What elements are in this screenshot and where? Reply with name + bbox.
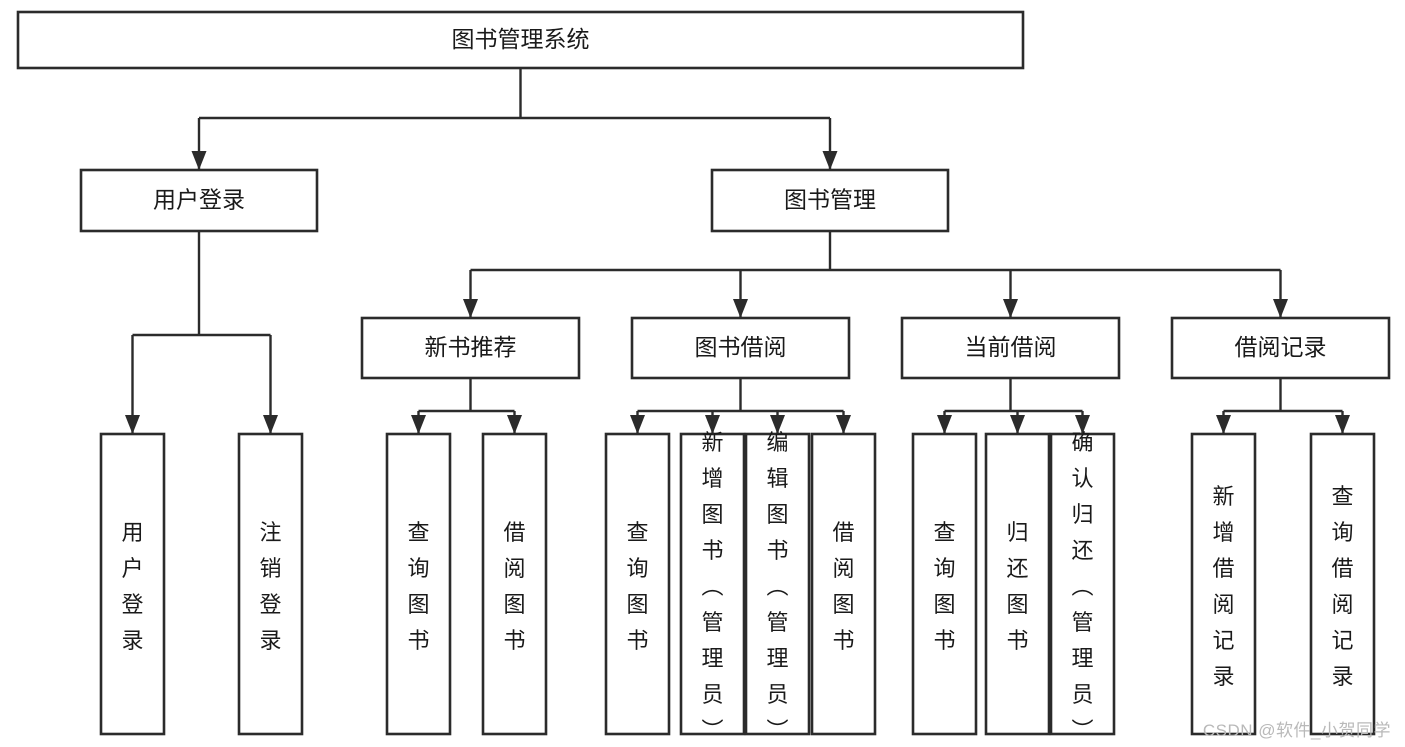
- root-node-rect: [16, 10, 1025, 70]
- root-node[interactable]: 图书管理系统: [16, 10, 1025, 70]
- arrow-head-icon: [705, 415, 720, 434]
- submodule-node-0-rect: [360, 316, 581, 380]
- operation-node-1[interactable]: 注销登录: [237, 432, 304, 736]
- operation-node-2-rect: [385, 432, 452, 736]
- arrow-head-icon: [191, 151, 207, 170]
- arrow-head-icon: [770, 415, 785, 434]
- submodule-node-0[interactable]: 新书推荐: [360, 316, 581, 380]
- arrow-head-icon: [1003, 299, 1018, 318]
- arrow-head-icon: [937, 415, 952, 434]
- operation-node-5[interactable]: 新增图书︵管理员︶: [679, 430, 746, 743]
- operation-node-12-rect: [1309, 432, 1376, 736]
- operation-node-label-3: 借阅图书: [503, 520, 525, 653]
- arrow-head-icon: [630, 415, 645, 434]
- submodule-node-1-rect: [630, 316, 851, 380]
- submodule-node-1[interactable]: 图书借阅: [630, 316, 851, 380]
- module-node-label-0: 用户登录: [153, 187, 245, 213]
- operation-node-label-12: 查询借阅记录: [1331, 484, 1353, 689]
- node-layer: 图书管理系统用户登录图书管理新书推荐图书借阅当前借阅借阅记录用户登录注销登录查询…: [16, 10, 1391, 743]
- arrow-head-icon: [1010, 415, 1025, 434]
- submodule-node-label-1: 图书借阅: [695, 334, 787, 360]
- watermark-text: CSDN @软件_小贺同学: [1202, 721, 1391, 740]
- submodule-node-label-2: 当前借阅: [965, 334, 1057, 360]
- operation-node-4-rect: [604, 432, 671, 736]
- module-node-1[interactable]: 图书管理: [710, 168, 950, 233]
- arrow-head-icon: [507, 415, 522, 434]
- submodule-node-label-0: 新书推荐: [425, 334, 517, 360]
- connector-layer: [125, 68, 1350, 434]
- operation-node-7[interactable]: 借阅图书: [810, 432, 877, 736]
- arrow-head-icon: [463, 299, 478, 318]
- operation-node-label-1: 注销登录: [259, 520, 281, 653]
- operation-node-0[interactable]: 用户登录: [99, 432, 166, 736]
- arrow-head-icon: [1075, 415, 1090, 434]
- operation-node-10[interactable]: 确认归还︵管理员︶: [1049, 430, 1116, 743]
- arrow-head-icon: [836, 415, 851, 434]
- operation-node-label-8: 查询图书: [933, 520, 955, 653]
- submodule-node-3[interactable]: 借阅记录: [1170, 316, 1391, 380]
- module-node-label-1: 图书管理: [784, 187, 876, 213]
- module-node-0[interactable]: 用户登录: [79, 168, 319, 233]
- operation-node-label-5: 新增图书︵管理员︶: [701, 430, 723, 743]
- operation-node-3-rect: [481, 432, 548, 736]
- arrow-head-icon: [822, 151, 838, 170]
- operation-node-label-9: 归还图书: [1006, 520, 1028, 653]
- arrow-head-icon: [1216, 415, 1231, 434]
- operation-node-10-rect: [1049, 432, 1116, 736]
- operation-node-label-2: 查询图书: [407, 520, 429, 653]
- module-node-0-rect: [79, 168, 319, 233]
- operation-node-4[interactable]: 查询图书: [604, 432, 671, 736]
- root-node-label: 图书管理系统: [452, 26, 590, 52]
- operation-node-label-10: 确认归还︵管理员︶: [1071, 430, 1093, 743]
- operation-node-9[interactable]: 归还图书: [984, 432, 1051, 736]
- operation-node-11-rect: [1190, 432, 1257, 736]
- arrow-head-icon: [411, 415, 426, 434]
- submodule-node-label-3: 借阅记录: [1235, 334, 1327, 360]
- operation-node-1-rect: [237, 432, 304, 736]
- operation-node-8-rect: [911, 432, 978, 736]
- arrow-head-icon: [125, 415, 140, 434]
- arrow-head-icon: [263, 415, 278, 434]
- operation-node-9-rect: [984, 432, 1051, 736]
- operation-node-3[interactable]: 借阅图书: [481, 432, 548, 736]
- operation-node-label-0: 用户登录: [121, 520, 143, 653]
- operation-node-6-rect: [744, 432, 811, 736]
- operation-node-12[interactable]: 查询借阅记录: [1309, 432, 1376, 736]
- submodule-node-3-rect: [1170, 316, 1391, 380]
- operation-node-0-rect: [99, 432, 166, 736]
- arrow-head-icon: [1273, 299, 1288, 318]
- arrow-head-icon: [1335, 415, 1350, 434]
- operation-node-label-11: 新增借阅记录: [1212, 484, 1234, 689]
- operation-node-11[interactable]: 新增借阅记录: [1190, 432, 1257, 736]
- submodule-node-2-rect: [900, 316, 1121, 380]
- operation-node-8[interactable]: 查询图书: [911, 432, 978, 736]
- operation-node-2[interactable]: 查询图书: [385, 432, 452, 736]
- operation-node-5-rect: [679, 432, 746, 736]
- operation-node-label-6: 编辑图书︵管理员︶: [766, 430, 788, 743]
- submodule-node-2[interactable]: 当前借阅: [900, 316, 1121, 380]
- operation-node-7-rect: [810, 432, 877, 736]
- operation-node-6[interactable]: 编辑图书︵管理员︶: [744, 430, 811, 743]
- operation-node-label-7: 借阅图书: [832, 520, 854, 653]
- operation-node-label-4: 查询图书: [626, 520, 648, 653]
- module-node-1-rect: [710, 168, 950, 233]
- arrow-head-icon: [733, 299, 748, 318]
